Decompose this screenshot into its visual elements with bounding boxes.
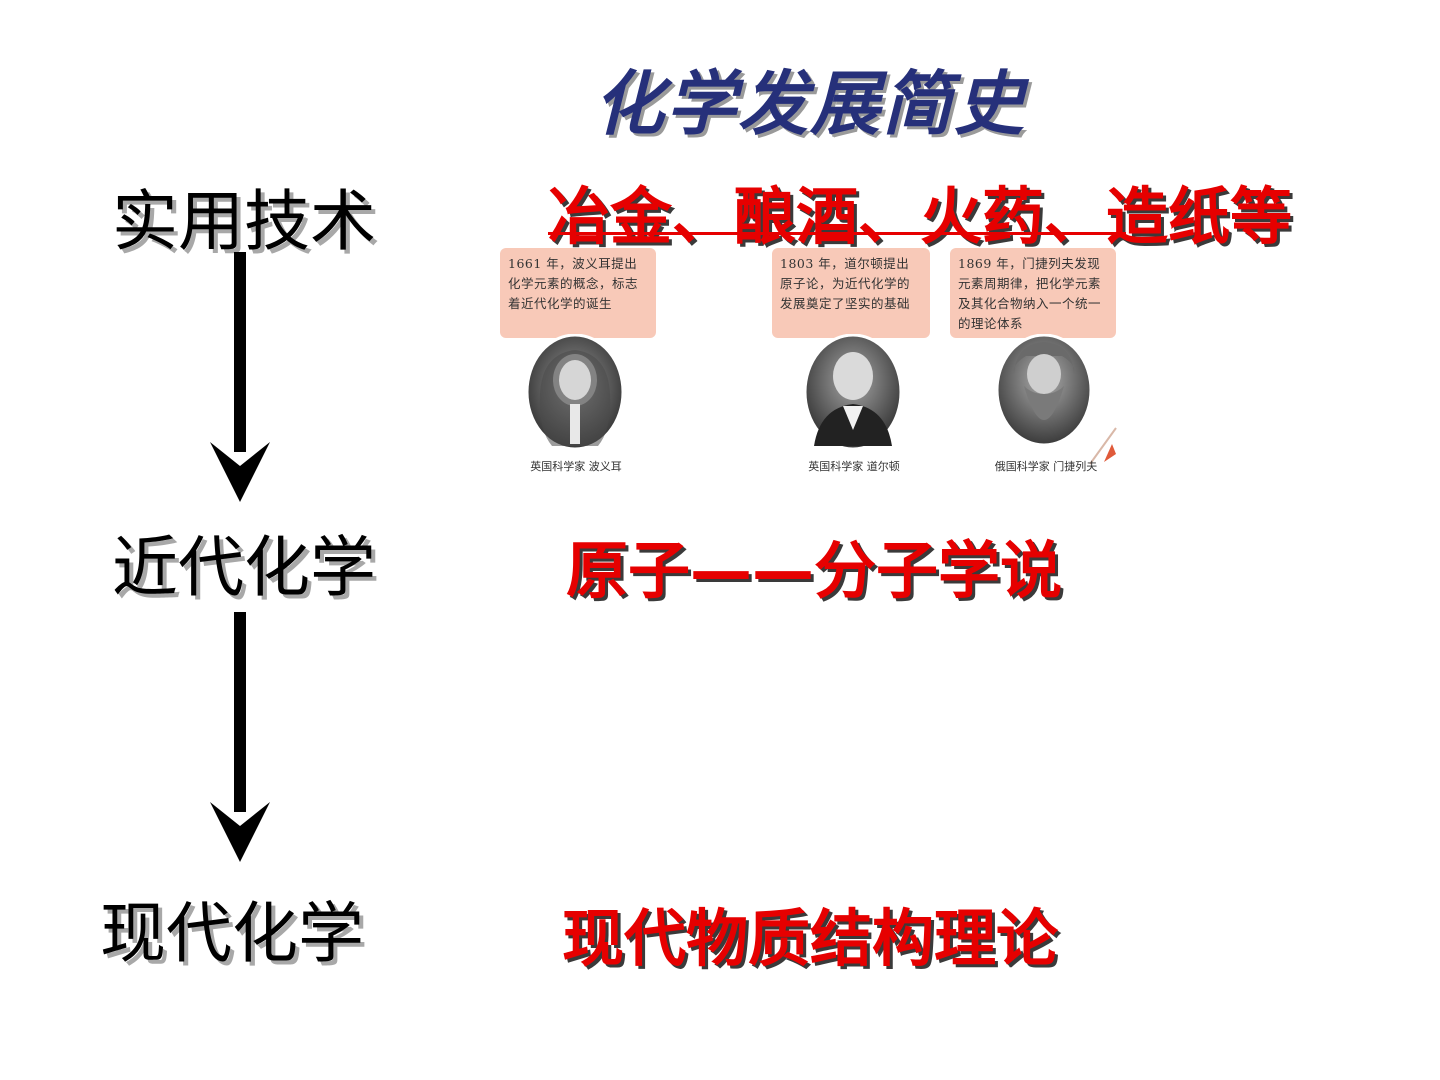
stage-label-modern-chemistry-early: 近代化学 — [112, 529, 376, 606]
arrow-down-1 — [210, 252, 270, 502]
scientist-caption-boyle: 英国科学家 波义耳 — [530, 460, 622, 473]
scientist-note-mendeleev: 1869 年，门捷列夫发现元素周期律，把化学元素及其化合物纳入一个统一的理论体系 — [950, 248, 1116, 338]
description-underline — [548, 232, 1126, 235]
stage-description-1: 冶金、酿酒、火药、造纸等 — [548, 180, 1293, 253]
stage-label-contemporary-chemistry: 现代化学 — [100, 895, 364, 972]
scientist-caption-dalton: 英国科学家 道尔顿 — [808, 460, 900, 473]
stage-description-3: 现代物质结构理论 — [562, 902, 1059, 975]
scientist-caption-mendeleev: 俄国科学家 门捷列夫 — [994, 460, 1098, 473]
stage-description-2: 原子——分子学说 — [566, 534, 1063, 607]
arrow-down-2 — [210, 612, 270, 862]
page-title: 化学发展简史 — [594, 62, 1026, 145]
scientist-note-boyle: 1661 年，波义耳提出化学元素的概念，标志着近代化学的诞生 — [500, 248, 656, 338]
corner-decoration-icon — [1089, 427, 1117, 465]
dalton-portrait — [803, 334, 903, 451]
stage-label-practical-technology: 实用技术 — [112, 183, 376, 260]
scientist-note-dalton: 1803 年，道尔顿提出原子论，为近代化学的发展奠定了坚实的基础 — [772, 248, 930, 338]
mendeleev-portrait — [995, 334, 1093, 447]
boyle-portrait — [525, 334, 625, 451]
